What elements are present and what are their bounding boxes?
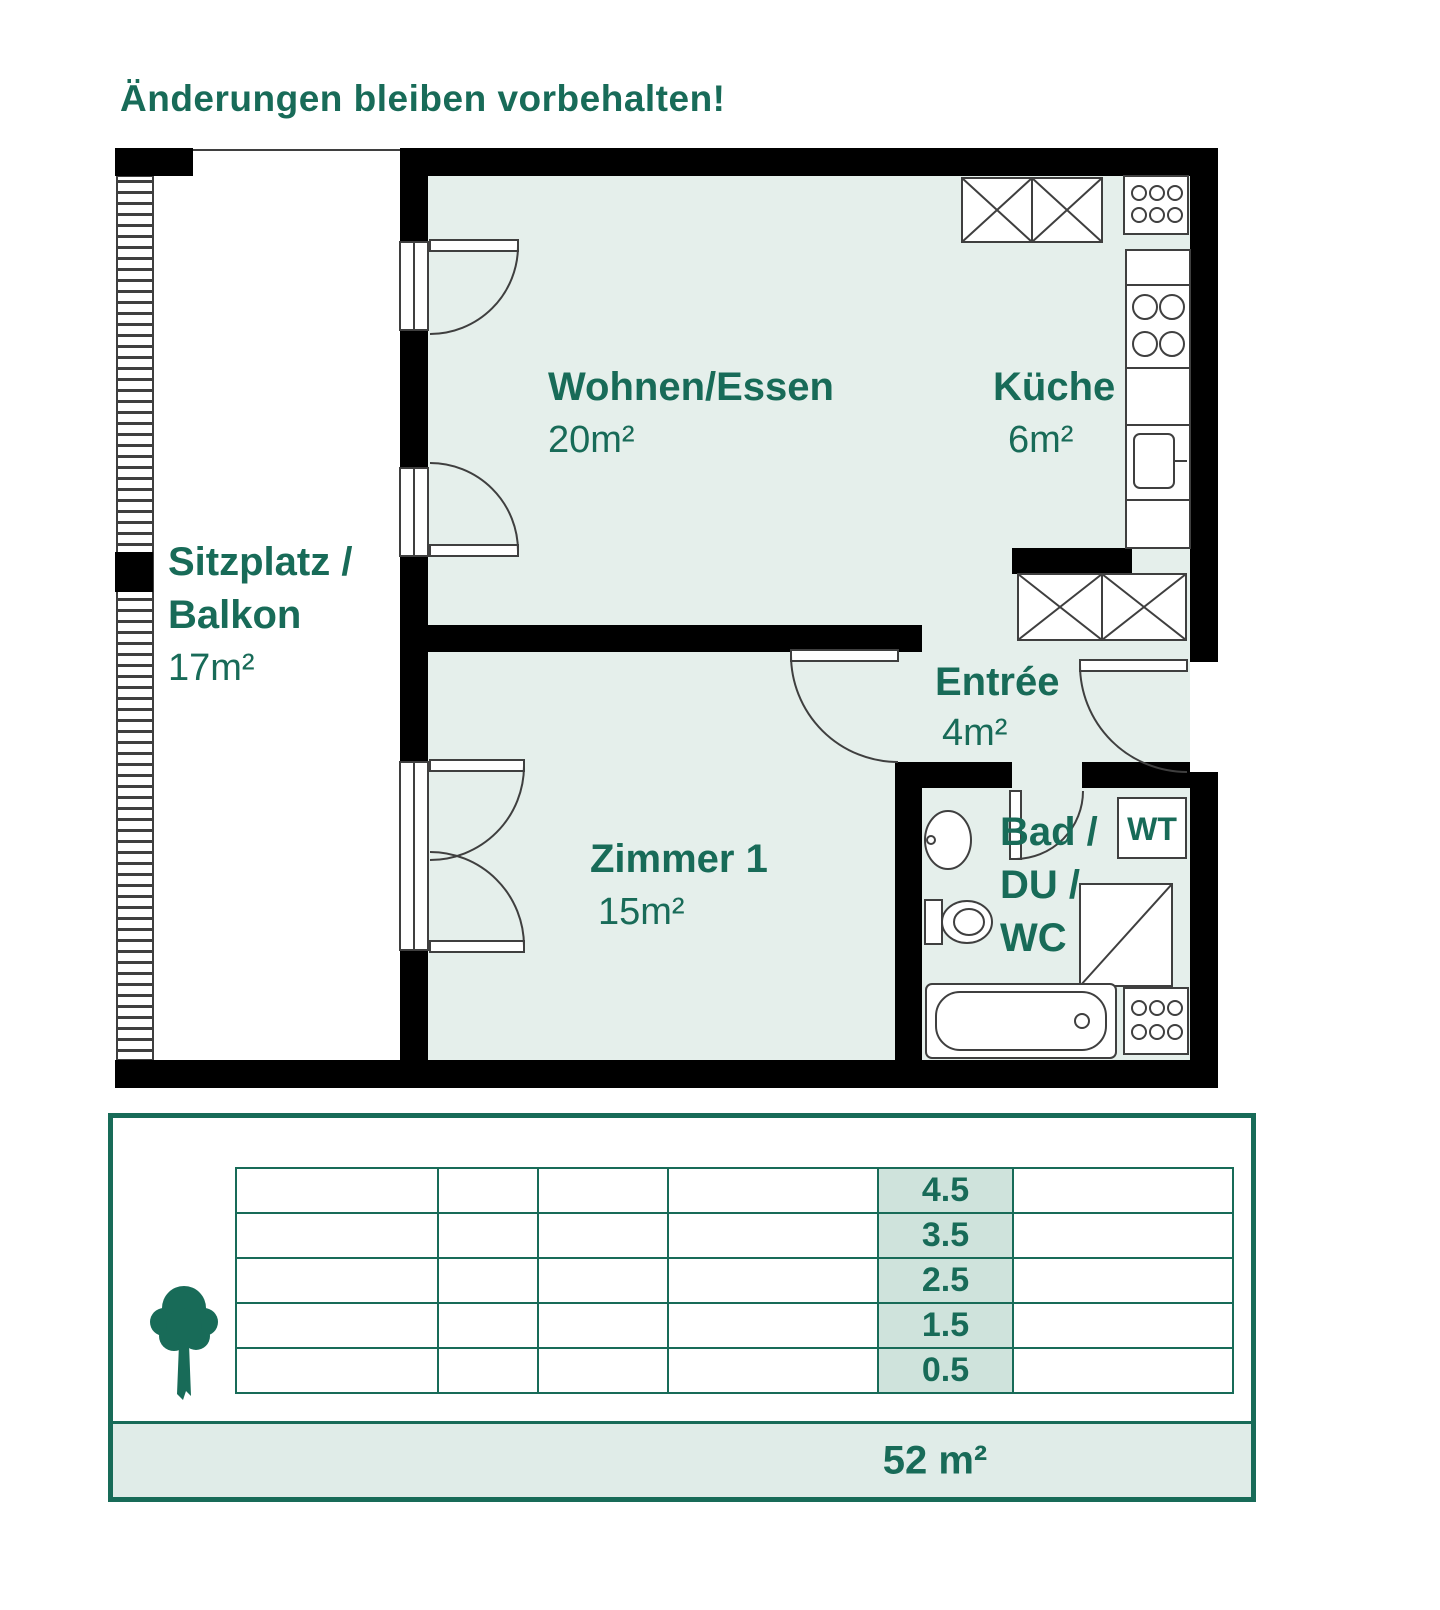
grid-cell — [667, 1212, 879, 1259]
room-label-bad-3: WC — [1000, 916, 1067, 960]
grid-cell — [1012, 1212, 1234, 1259]
room-labels: Wohnen/Essen 20m² Küche 6m² Sitzplatz / … — [168, 365, 1115, 960]
grid-row: 0.5 — [235, 1347, 1234, 1394]
grid-cell — [667, 1347, 879, 1394]
double-door-swing-icon — [429, 759, 525, 953]
grid-cell — [235, 1257, 439, 1304]
shower-icon — [1079, 883, 1173, 987]
grid-cell — [437, 1302, 539, 1349]
grid-row: 1.5 — [235, 1302, 1234, 1349]
grid-cell — [235, 1212, 439, 1259]
grid-cell — [1012, 1347, 1234, 1394]
window-icon — [399, 241, 429, 331]
window-icon — [399, 761, 429, 951]
grid-cell — [235, 1167, 439, 1214]
room-area-wohnen: 20m² — [548, 419, 635, 461]
appliance-icon — [1123, 175, 1189, 235]
grid-cell — [667, 1167, 879, 1214]
floor-value-cell: 1.5 — [877, 1302, 1014, 1349]
grid-cell — [235, 1302, 439, 1349]
sink-icon — [1133, 433, 1187, 489]
floor-value-cell: 2.5 — [877, 1257, 1014, 1304]
grid-cell — [1012, 1257, 1234, 1304]
grid-cell — [437, 1257, 539, 1304]
walls — [115, 148, 1218, 1088]
room-label-balkon-2: Balkon — [168, 593, 301, 637]
total-area-label: 52 m² — [882, 1438, 988, 1482]
room-label-balkon-1: Sitzplatz / — [168, 540, 352, 584]
room-label-wohnen: Wohnen/Essen — [548, 365, 834, 409]
room-label-bad-1: Bad / — [1000, 810, 1098, 854]
washbasin-icon — [924, 810, 972, 870]
grid-cell — [537, 1212, 669, 1259]
disclaimer-title: Änderungen bleiben vorbehalten! — [120, 78, 726, 119]
grid-cell — [667, 1302, 879, 1349]
appliance-icon — [1123, 987, 1189, 1055]
room-label-entree: Entrée — [935, 660, 1060, 704]
cooktop-icon — [1132, 294, 1185, 357]
tree-icon — [150, 1286, 218, 1400]
grid-cell — [537, 1167, 669, 1214]
total-area-band: 52 m² — [113, 1421, 1251, 1497]
grid-cell — [437, 1347, 539, 1394]
kitchen-counter — [1125, 249, 1191, 549]
window-icon — [399, 467, 429, 557]
room-area-kueche: 6m² — [1008, 419, 1073, 461]
room-area-zimmer1: 15m² — [598, 891, 685, 933]
wt-label: WT — [1127, 811, 1177, 847]
grid-cell — [235, 1347, 439, 1394]
entrance-door-swing-icon — [1079, 659, 1188, 773]
grid-cell — [437, 1212, 539, 1259]
floor-value-cell: 0.5 — [877, 1347, 1014, 1394]
grid-cell — [537, 1347, 669, 1394]
floor-value-cell: 4.5 — [877, 1167, 1014, 1214]
door-swing-icon — [1009, 790, 1084, 860]
room-label-kueche: Küche — [993, 365, 1115, 409]
grid-cell — [1012, 1167, 1234, 1214]
floor-value-cell: 3.5 — [877, 1212, 1014, 1259]
windows — [399, 241, 429, 951]
room-area-balkon: 17m² — [168, 647, 255, 689]
room-label-zimmer1: Zimmer 1 — [590, 837, 768, 881]
grid-cell — [437, 1167, 539, 1214]
grid-cell — [537, 1257, 669, 1304]
door-swing-icon — [790, 649, 899, 763]
grid-row: 3.5 — [235, 1212, 1234, 1259]
grid-row: 4.5 — [235, 1167, 1234, 1214]
door-swing-icon — [429, 462, 519, 557]
toilet-icon — [924, 899, 993, 945]
doors — [429, 239, 1188, 953]
door-swing-icon — [429, 239, 519, 335]
room-label-bad-2: DU / — [1000, 863, 1080, 907]
wardrobe-icon — [961, 177, 1103, 243]
summary-box: 4.5 3.5 2.5 1.5 — [108, 1113, 1256, 1502]
wardrobe-icon — [1017, 573, 1187, 641]
washtower-box: WT — [1117, 797, 1187, 859]
floors-grid: 4.5 3.5 2.5 1.5 — [235, 1167, 1234, 1394]
grid-cell — [1012, 1302, 1234, 1349]
bathtub-icon — [925, 983, 1117, 1059]
room-area-entree: 4m² — [942, 712, 1007, 754]
grid-cell — [667, 1257, 879, 1304]
grid-row: 2.5 — [235, 1257, 1234, 1304]
grid-cell — [537, 1302, 669, 1349]
